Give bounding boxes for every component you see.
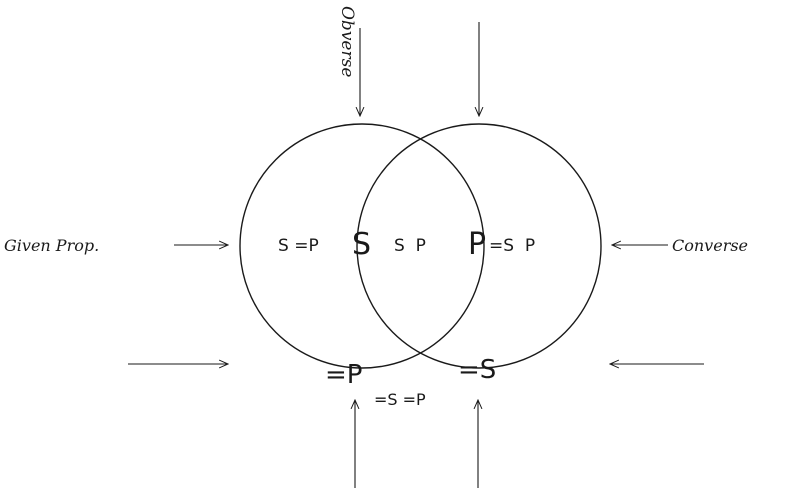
region-s-not-p: S =P [278, 236, 319, 256]
region-not-s-p: =S P [489, 236, 535, 256]
given-prop-label: Given Prop. [4, 236, 99, 255]
symbol-s-big: S [352, 227, 371, 262]
circle-s [239, 123, 485, 369]
symbol-not-s: =S [458, 355, 496, 385]
circle-p [356, 123, 602, 369]
converse-label: Converse [672, 236, 748, 255]
symbol-p-big: P [468, 227, 486, 262]
region-outside: =S =P [374, 390, 426, 409]
region-s-p: S P [394, 236, 426, 256]
obverse-label: Obverse [337, 6, 357, 77]
symbol-not-p: =P [325, 360, 362, 390]
